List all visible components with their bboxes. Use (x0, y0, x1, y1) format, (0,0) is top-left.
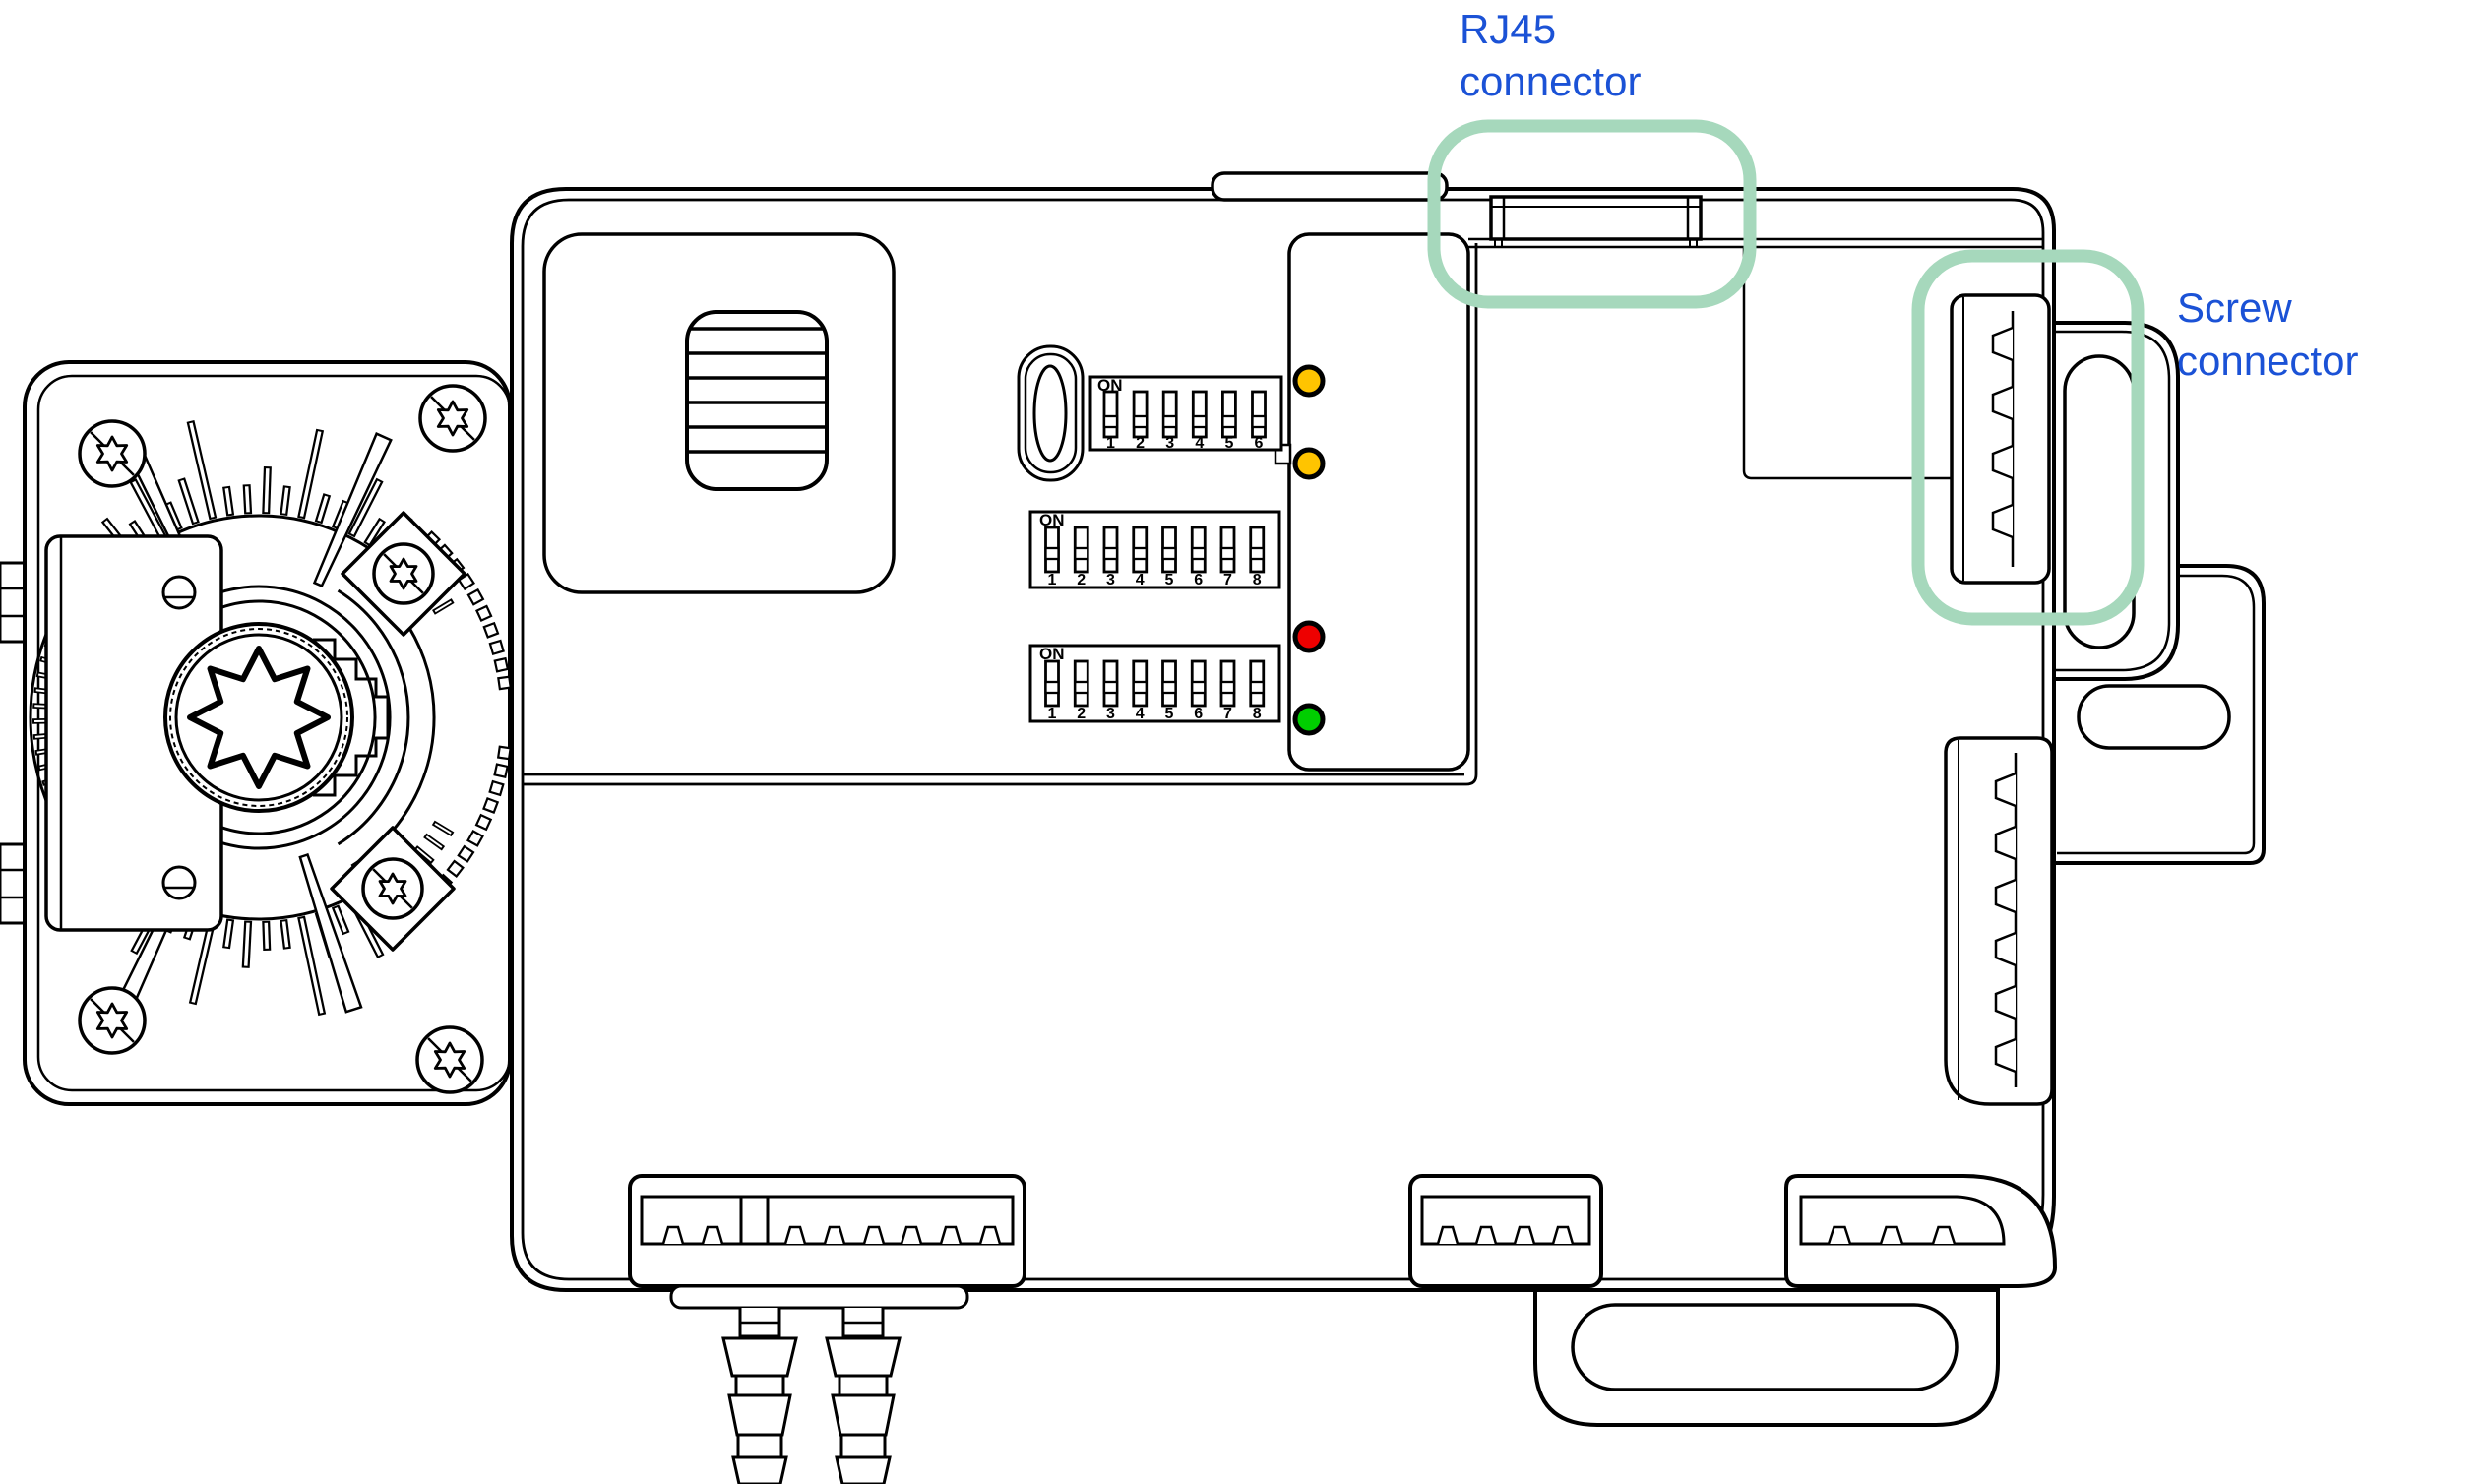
cable-tie-tab (1533, 1288, 2000, 1427)
dip-switch-block-1: ON 1 2 3 4 5 6 (1088, 375, 1283, 452)
pressure-hose-barbs (721, 1308, 902, 1484)
dip-switch (1191, 390, 1208, 439)
highlight-screw-connector (1911, 249, 2145, 626)
shaft-coupling-hub (163, 622, 390, 813)
dip-number: 1 (1048, 706, 1057, 722)
adapter-button (1017, 344, 1085, 482)
torx-screw (361, 857, 424, 920)
dip-number: 5 (1224, 435, 1233, 452)
dip-on-label: ON (1097, 376, 1123, 395)
dip-number: 8 (1253, 572, 1262, 588)
dip-number: 6 (1194, 706, 1203, 722)
led-panel (1287, 232, 1470, 772)
dip-number: 3 (1165, 435, 1174, 452)
dip-number: 1 (1048, 572, 1057, 588)
dip-number: 2 (1077, 706, 1086, 722)
dip-number: 6 (1194, 572, 1203, 588)
dip-number: 2 (1136, 435, 1145, 452)
dip-switch-block-2: ON 1 2 3 4 5 6 7 8 (1028, 510, 1281, 589)
dip-number: 6 (1255, 435, 1264, 452)
scale-pointer (298, 852, 363, 1014)
sensor-base-plate (669, 1284, 969, 1310)
rj45-label-line1: RJ45 (1460, 6, 1556, 52)
top-cover-tab (1211, 171, 1449, 202)
dip-number: 7 (1223, 706, 1232, 722)
dip-number: 8 (1253, 706, 1262, 722)
torx-screw (78, 986, 147, 1055)
screw-label-line1: Screw (2177, 284, 2292, 331)
dip-on-label: ON (1039, 645, 1065, 663)
torx-screw (78, 419, 147, 488)
led-yellow-2 (1292, 447, 1326, 480)
dip-switch (1251, 390, 1267, 439)
dip-number: 5 (1165, 572, 1174, 588)
dip-switch-block-3: ON 1 2 3 4 5 6 7 8 (1028, 644, 1281, 723)
anti-rotation-step-bracket (313, 638, 390, 797)
scale-pointer (312, 432, 393, 588)
dip-number: 7 (1223, 572, 1232, 588)
hose-barb (825, 1308, 902, 1484)
highlight-rj45 (1427, 119, 1757, 309)
coupling-star (187, 646, 331, 789)
terminal-block-2 (1408, 1174, 1603, 1288)
led-red (1292, 620, 1326, 653)
torx-screw (372, 542, 435, 605)
led-green (1292, 703, 1326, 736)
rj45-label-line2: connector (1460, 58, 1641, 104)
terminal-block-3 (1784, 1174, 2058, 1288)
flange-oval-slot (2077, 684, 2231, 750)
dip-number: 3 (1106, 572, 1115, 588)
screw-terminal-right (1944, 736, 2054, 1106)
screw-label-line2: connector (2177, 338, 2358, 384)
dip-number: 1 (1106, 435, 1115, 452)
dip-number: 5 (1165, 706, 1174, 722)
rj45-port (1489, 195, 1703, 248)
manual-override-button (685, 310, 829, 491)
terminal-block-main (628, 1174, 1026, 1288)
dip-switch (1102, 390, 1119, 439)
handle-bracket (2047, 321, 2180, 681)
dip-number: 4 (1195, 435, 1204, 452)
torx-screws (78, 384, 487, 1094)
led-yellow-1 (1292, 364, 1326, 398)
terminal-teeth (1436, 1225, 1575, 1245)
dip-number: 2 (1077, 572, 1086, 588)
dip-number: 3 (1106, 706, 1115, 722)
terminal-teeth (661, 1225, 1002, 1245)
dip-switch (1132, 390, 1149, 439)
torx-screw (415, 1025, 484, 1094)
torx-screw (418, 384, 487, 453)
hose-barb (721, 1308, 798, 1484)
terminal-teeth (1827, 1225, 1957, 1245)
screw-terminal-top (1950, 293, 2051, 585)
dip-switch (1161, 390, 1178, 439)
dip-number: 4 (1136, 572, 1145, 588)
dip-number: 4 (1136, 706, 1145, 722)
face-details (523, 171, 2043, 786)
dip-on-label: ON (1039, 511, 1065, 529)
dip-switch (1221, 390, 1237, 439)
